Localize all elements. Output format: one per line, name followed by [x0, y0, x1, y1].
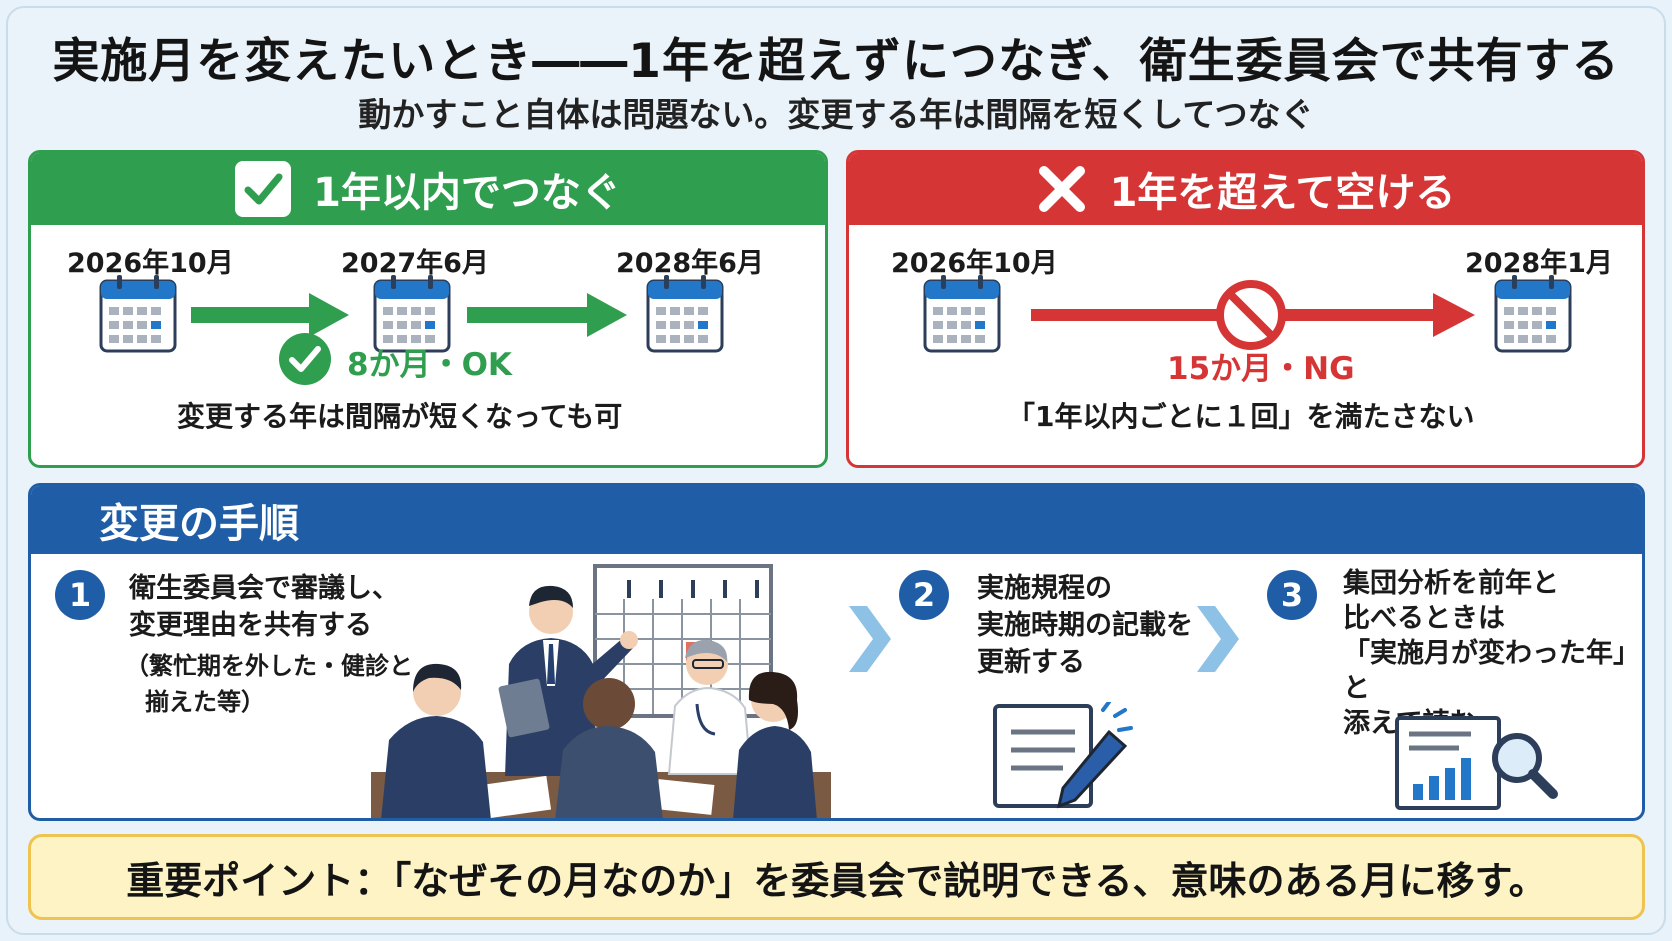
- key-point-banner: 重要ポイント：「なぜその月なのか」を委員会で説明できる、意味のある月に移す。: [28, 834, 1645, 920]
- ng-panel-title: 1年を超えて空ける: [1109, 170, 1456, 216]
- ok-date-1: 2026年10月: [67, 248, 234, 279]
- step-2-text: 実施規程の 実施時期の記載を 更新する: [977, 573, 1193, 678]
- chevron-right-icon: [1197, 606, 1239, 672]
- ok-panel-title: 1年以内でつなぐ: [313, 170, 621, 216]
- ok-panel-header: 1年以内でつなぐ: [31, 153, 825, 225]
- document-edit-icon: [993, 702, 1133, 809]
- ok-interval-badge: 8か月・OK: [347, 347, 512, 383]
- ok-note: 変更する年は間隔が短くなっても可: [177, 400, 623, 433]
- ok-panel: 1年以内でつなぐ 2026年10月 2027年6月 2028年6月 8か月・OK…: [28, 150, 828, 468]
- step-number-3: 3: [1267, 570, 1317, 620]
- cross-icon: [1038, 166, 1085, 212]
- steps-header: 変更の手順: [31, 486, 1642, 554]
- calendar-icon: [923, 275, 1001, 353]
- meeting-illustration: [371, 564, 831, 818]
- check-icon: [235, 161, 292, 217]
- chevron-right-icon: [849, 606, 891, 672]
- calendar-icon: [646, 275, 724, 353]
- green-arrow-icon: [467, 293, 627, 337]
- step-number-1: 1: [55, 570, 105, 620]
- calendar-icon: [99, 275, 177, 353]
- step-number-2: 2: [899, 570, 949, 620]
- page-subtitle: 動かすこと自体は問題ない。変更する年は間隔を短くしてつなぐ: [358, 95, 1314, 134]
- calendar-icon: [1494, 275, 1572, 353]
- step-3-text: 集団分析を前年と 比べるときは 「実施月が変わった年」と 添えて読む: [1343, 568, 1640, 739]
- ng-interval-badge: 15か月・NG: [1167, 351, 1355, 387]
- calendar-icon: [373, 275, 451, 353]
- green-arrow-icon: [191, 293, 349, 337]
- ng-panel: 1年を超えて空ける 2026年10月 2028年1月 15か月・NG 「1年以内…: [846, 150, 1645, 468]
- analysis-chart-icon: [1395, 716, 1558, 810]
- ng-note: 「1年以内ごとに１回」を満たさない: [1007, 400, 1475, 433]
- step-1-text: 衛生委員会で審議し、 変更理由を共有する: [129, 573, 399, 641]
- step-1-subtext: （繁忙期を外した・健診と 揃えた等）: [125, 652, 413, 716]
- page-title: 実施月を変えたいとき――1年を超えずにつなぎ、衛生委員会で共有する: [52, 34, 1620, 89]
- steps-panel: 変更の手順 1 衛生委員会で審議し、 変更理由を共有する （繁忙期を外した・健診…: [28, 483, 1645, 821]
- ok-date-2: 2027年6月: [341, 248, 489, 279]
- ok-check-circle-icon: [279, 333, 331, 385]
- ok-date-3: 2028年6月: [616, 248, 764, 279]
- ng-date-2: 2028年1月: [1465, 248, 1613, 279]
- prohibited-icon: [1216, 280, 1286, 350]
- ng-panel-header: 1年を超えて空ける: [849, 153, 1642, 225]
- ng-date-1: 2026年10月: [891, 248, 1058, 279]
